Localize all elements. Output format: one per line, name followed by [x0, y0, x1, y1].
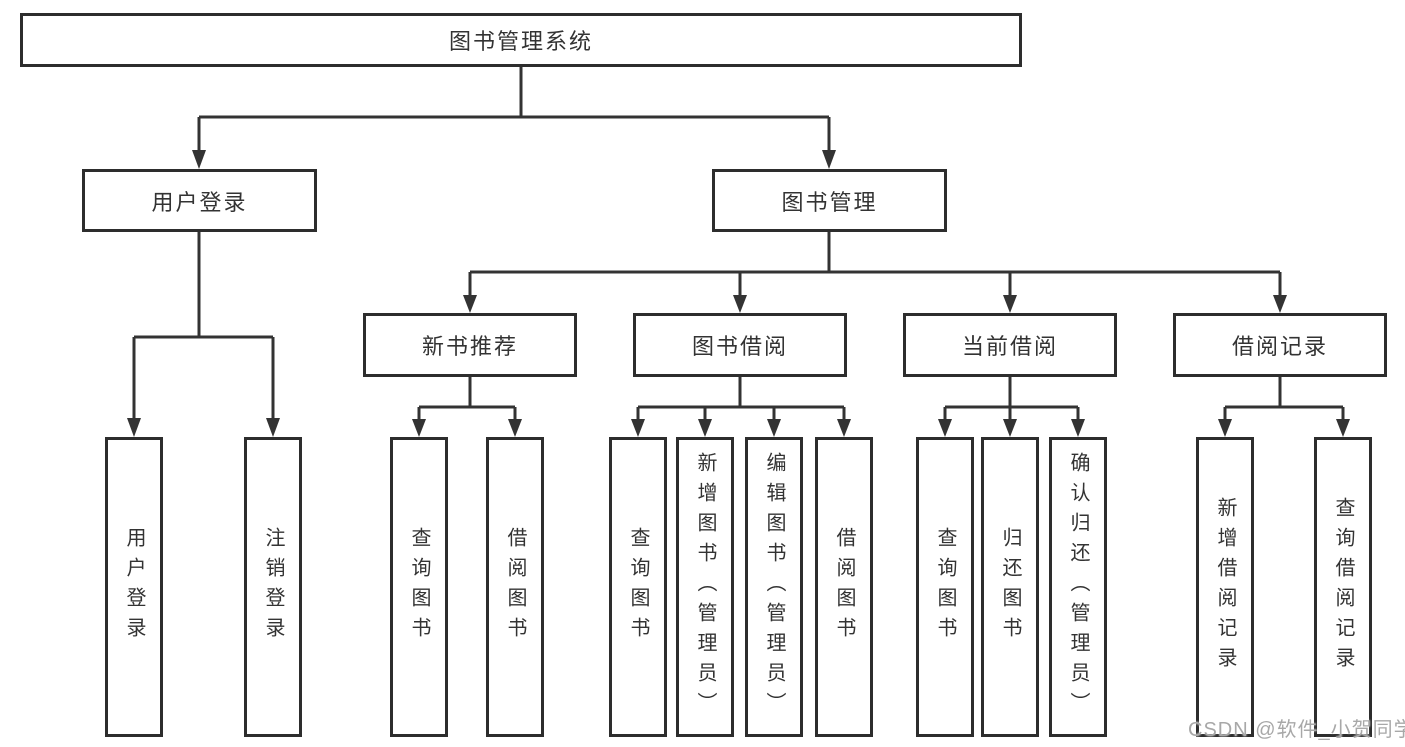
node-new-book-recommend: 新书推荐	[363, 313, 577, 377]
node-label: 当前借阅	[961, 334, 1058, 359]
node-label: 图书借阅	[691, 334, 788, 359]
arrowhead	[1273, 295, 1287, 313]
arrowhead	[192, 150, 206, 169]
leaf-label: 新增借阅记录	[1214, 497, 1236, 677]
node-book-borrow: 图书借阅	[633, 313, 847, 377]
arrowhead	[767, 419, 781, 437]
leaf-logout: 注销登录	[244, 437, 302, 737]
node-label: 借阅记录	[1231, 334, 1328, 359]
connector-borrow-records	[1223, 377, 1345, 421]
node-label: 新书推荐	[421, 334, 518, 359]
csdn-watermark: CSDN @软件_小贺同学	[1188, 719, 1405, 741]
arrowhead	[822, 150, 836, 169]
node-user-login: 用户登录	[82, 169, 317, 232]
leaf-add-borrow-record: 新增借阅记录	[1196, 437, 1254, 737]
leaf-borrow-books-recommend: 借阅图书	[486, 437, 544, 737]
arrowhead	[1003, 295, 1017, 313]
arrowhead	[733, 295, 747, 313]
leaf-add-books-admin: 新增图书（管理员）	[676, 437, 734, 737]
node-book-management: 图书管理	[712, 169, 947, 232]
arrowhead	[1336, 419, 1350, 437]
node-library-management-system: 图书管理系统	[20, 13, 1022, 67]
leaf-label: 借阅图书	[504, 527, 526, 647]
leaf-label: 新增图书（管理员）	[694, 452, 716, 722]
leaf-label: 用户登录	[123, 527, 145, 647]
arrowhead	[938, 419, 952, 437]
connector-root	[197, 67, 831, 152]
leaf-label: 查询图书	[934, 527, 956, 647]
leaf-label: 注销登录	[262, 527, 284, 647]
leaf-edit-books-admin: 编辑图书（管理员）	[745, 437, 803, 737]
arrowhead	[631, 419, 645, 437]
leaf-query-books-borrow: 查询图书	[609, 437, 667, 737]
leaf-label: 归还图书	[999, 527, 1021, 647]
leaf-query-books-current: 查询图书	[916, 437, 974, 737]
leaf-label: 借阅图书	[833, 527, 855, 647]
arrowhead	[1003, 419, 1017, 437]
node-borrow-records: 借阅记录	[1173, 313, 1387, 377]
node-label: 图书管理	[781, 189, 878, 215]
arrowhead	[266, 418, 280, 437]
connector-new-book	[417, 377, 517, 421]
leaf-user-login: 用户登录	[105, 437, 163, 737]
arrowhead	[1218, 419, 1232, 437]
connector-user-login	[132, 232, 275, 421]
leaf-label: 查询图书	[408, 527, 430, 647]
leaf-return-books: 归还图书	[981, 437, 1039, 737]
connector-book-management	[468, 232, 1282, 297]
arrowhead	[1071, 419, 1085, 437]
arrowhead	[463, 295, 477, 313]
node-label: 图书管理系统	[448, 29, 593, 54]
arrowhead	[837, 419, 851, 437]
leaf-confirm-return-admin: 确认归还（管理员）	[1049, 437, 1107, 737]
arrowhead	[698, 419, 712, 437]
leaf-borrow-books: 借阅图书	[815, 437, 873, 737]
arrowhead	[508, 419, 522, 437]
leaf-label: 编辑图书（管理员）	[763, 452, 785, 722]
leaf-query-borrow-record: 查询借阅记录	[1314, 437, 1372, 737]
connector-book-borrow	[636, 377, 846, 421]
arrowhead	[412, 419, 426, 437]
leaf-label: 确认归还（管理员）	[1067, 452, 1089, 722]
arrowhead	[127, 418, 141, 437]
leaf-label: 查询借阅记录	[1332, 497, 1354, 677]
node-current-borrow: 当前借阅	[903, 313, 1117, 377]
node-label: 用户登录	[151, 189, 248, 215]
leaf-label: 查询图书	[627, 527, 649, 647]
connector-current-borrow	[943, 377, 1080, 421]
leaf-query-books-recommend: 查询图书	[390, 437, 448, 737]
